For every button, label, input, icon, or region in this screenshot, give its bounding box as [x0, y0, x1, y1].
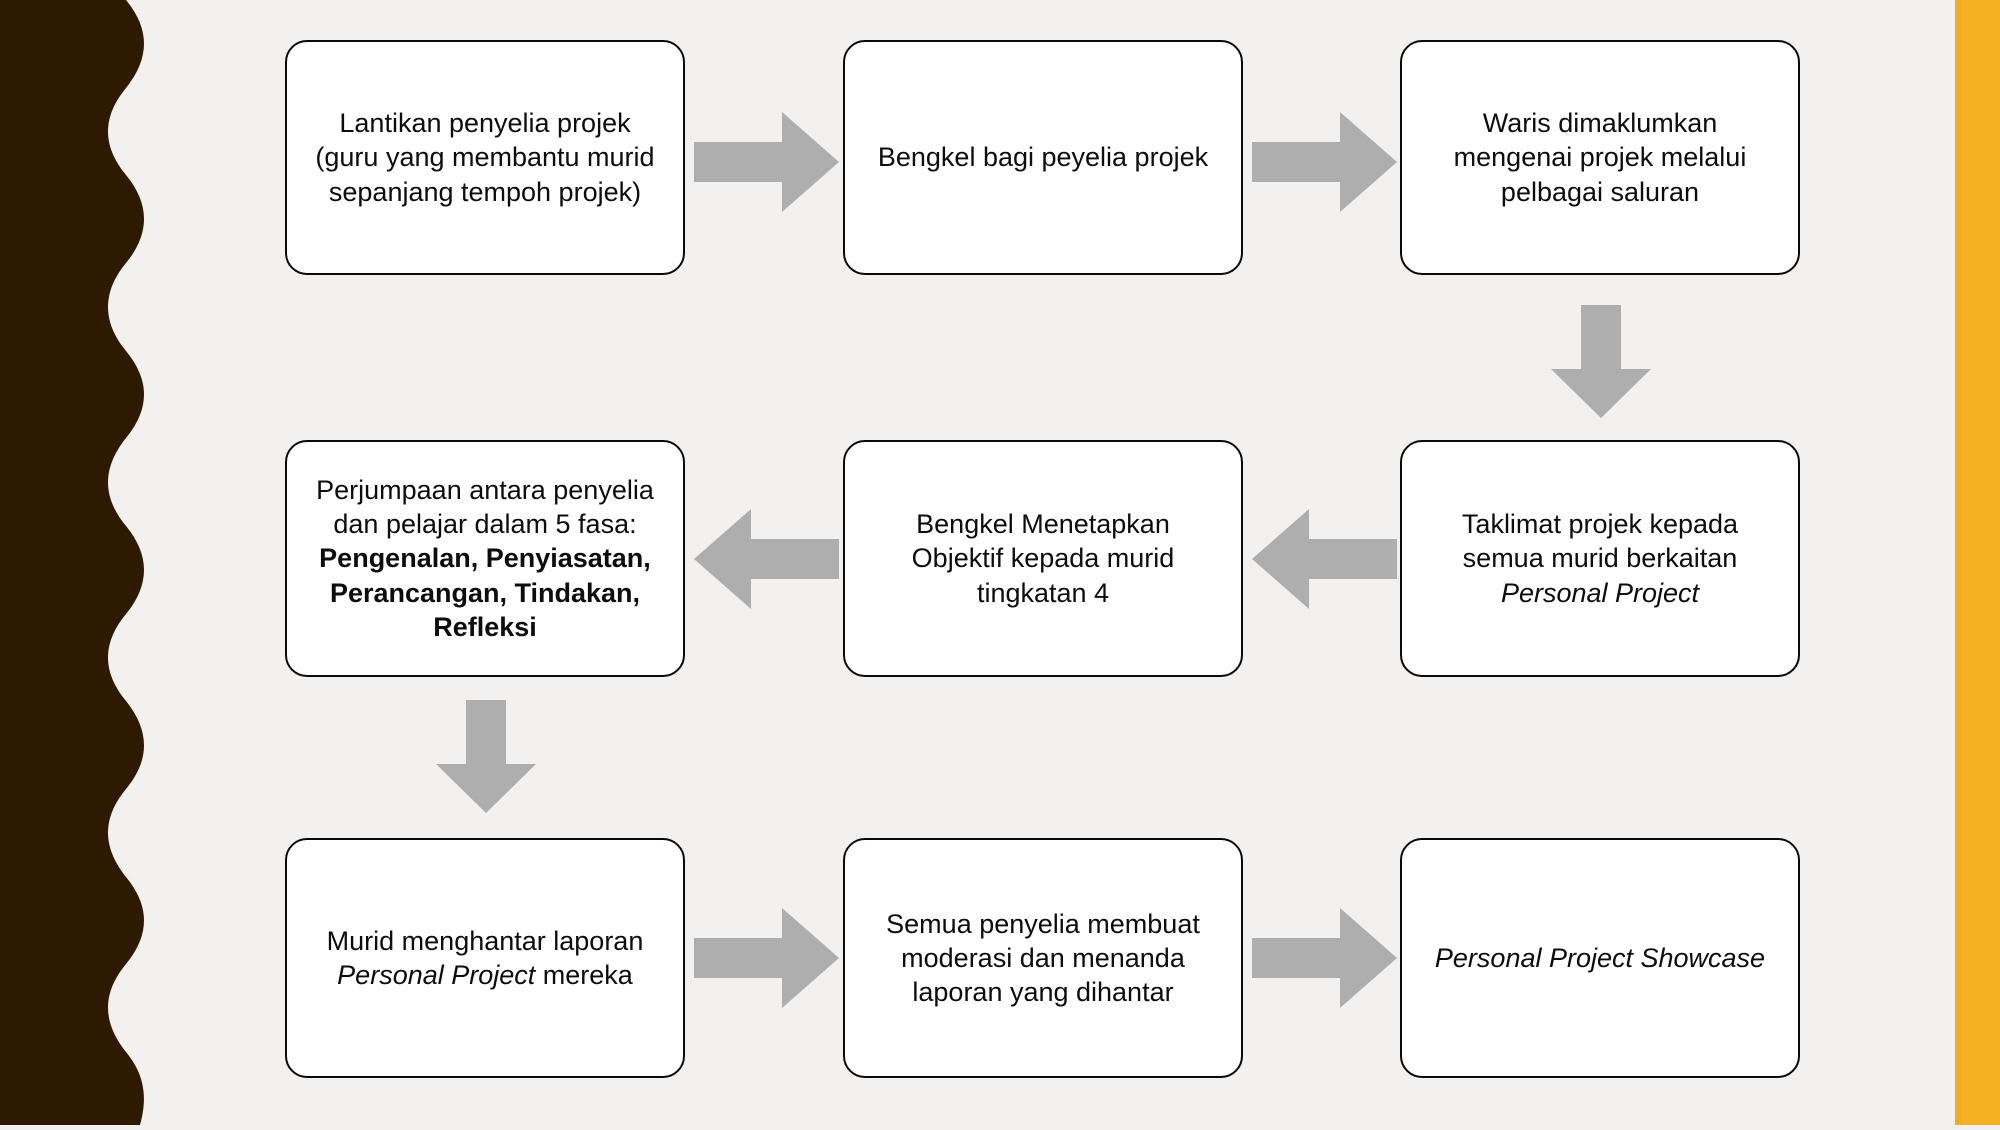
flow-node-bengkel-penyelia[interactable]: Bengkel bagi peyelia projek: [843, 40, 1243, 275]
flow-node-lantikan-penyelia[interactable]: Lantikan penyelia projek (guru yang memb…: [285, 40, 685, 275]
node-line: Murid menghantar laporan: [326, 925, 644, 956]
node-line: dan pelajar dalam 5 fasa:: [333, 509, 637, 540]
node-line: (guru yang membantu murid: [315, 142, 655, 173]
node-line: Taklimat projek kepada: [1461, 509, 1739, 540]
node-line: Personal Project Showcase: [1434, 942, 1766, 973]
flow-node-moderasi-laporan[interactable]: Semua penyelia membuat moderasi dan mena…: [843, 838, 1243, 1078]
node-line: Bengkel Menetapkan: [916, 509, 1170, 540]
node-line: Personal Project mereka: [305, 958, 665, 992]
flow-node-taklimat-projek[interactable]: Taklimat projek kepada semua murid berka…: [1400, 440, 1800, 677]
node-line: sepanjang tempoh projek): [328, 176, 642, 207]
arrow-right-icon: [694, 908, 839, 1008]
arrow-right-icon: [694, 112, 839, 212]
node-line: pelbagai saluran: [1500, 176, 1700, 207]
node-line: Bengkel bagi peyelia projek: [877, 142, 1209, 173]
flow-node-waris-dimaklumkan[interactable]: Waris dimaklumkan mengenai projek melalu…: [1400, 40, 1800, 275]
arrow-left-icon: [694, 509, 839, 609]
node-line: semua murid berkaitan: [1462, 543, 1738, 574]
flow-node-personal-project-showcase[interactable]: Personal Project Showcase: [1400, 838, 1800, 1078]
node-line: Perjumpaan antara penyelia: [316, 475, 654, 506]
arrow-right-icon: [1252, 112, 1397, 212]
right-band-accent-stripe: [1955, 0, 1961, 1125]
node-line: Personal Project: [1500, 577, 1700, 608]
node-line: Pengenalan, Penyiasatan,: [319, 543, 651, 574]
arrow-down-icon: [436, 700, 536, 813]
node-line: Waris dimaklumkan: [1482, 108, 1718, 139]
node-line: Perancangan, Tindakan,: [329, 577, 641, 608]
flow-node-murid-menghantar-laporan[interactable]: Murid menghantar laporan Personal Projec…: [285, 838, 685, 1078]
arrow-left-icon: [1252, 509, 1397, 609]
node-line: moderasi dan menanda: [901, 942, 1185, 973]
left-wavy-band-decoration: [0, 0, 170, 1125]
node-line: Semua penyelia membuat: [886, 908, 1200, 939]
node-line: Objektif kepada murid: [911, 543, 1175, 574]
flow-node-bengkel-objektif[interactable]: Bengkel Menetapkan Objektif kepada murid…: [843, 440, 1243, 677]
node-line: laporan yang dihantar: [912, 977, 1174, 1007]
italic-personal-project: Personal Project: [337, 960, 536, 990]
arrow-down-icon: [1551, 305, 1651, 418]
right-orange-band-decoration: [1961, 0, 2000, 1125]
node-line: mengenai projek melalui: [1453, 142, 1747, 173]
plain-mereka: mereka: [535, 960, 633, 990]
wavy-band-path: [0, 0, 144, 1125]
node-line: Lantikan penyelia projek: [339, 108, 631, 139]
node-line: Refleksi: [433, 611, 537, 642]
node-line: tingkatan 4: [976, 577, 1110, 608]
arrow-right-icon: [1252, 908, 1397, 1008]
flow-node-perjumpaan-5-fasa[interactable]: Perjumpaan antara penyelia dan pelajar d…: [285, 440, 685, 677]
